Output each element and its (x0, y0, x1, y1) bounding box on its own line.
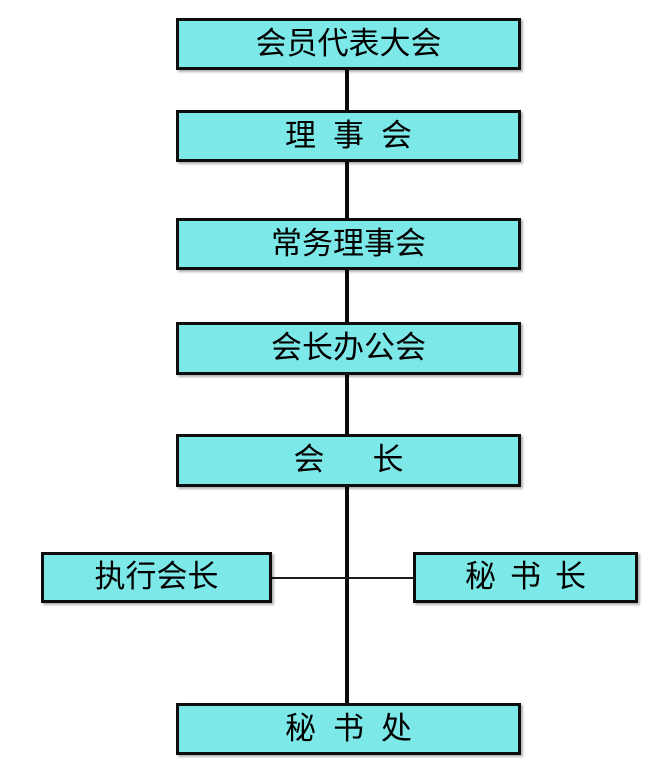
node-president[interactable]: 会长 (176, 434, 521, 487)
node-president-office-meeting[interactable]: 会长办公会 (176, 322, 521, 375)
connector-branch-secretary-general (345, 577, 417, 579)
connector-standing-council-to-office-meeting (345, 266, 349, 326)
connector-office-meeting-to-president (345, 371, 349, 439)
node-members-congress[interactable]: 会员代表大会 (176, 18, 521, 70)
node-president-office-meeting-label: 会长办公会 (271, 330, 426, 366)
node-council[interactable]: 理事会 (176, 110, 521, 162)
node-secretary-general-label: 秘书长 (465, 559, 600, 595)
node-secretariat[interactable]: 秘书处 (176, 703, 521, 755)
node-standing-council[interactable]: 常务理事会 (176, 218, 521, 270)
node-council-label: 理事会 (285, 117, 429, 154)
node-executive-president-label: 执行会长 (94, 559, 219, 595)
connector-congress-to-council (345, 66, 349, 114)
node-president-label: 会长 (293, 442, 452, 478)
node-executive-president[interactable]: 执行会长 (41, 552, 272, 603)
node-secretariat-label: 秘书处 (285, 710, 429, 747)
connector-branch-executive-president (268, 577, 349, 579)
node-standing-council-label: 常务理事会 (271, 225, 426, 262)
node-members-congress-label: 会员代表大会 (255, 25, 442, 62)
connector-council-to-standing-council (345, 158, 349, 222)
node-secretary-general[interactable]: 秘书长 (413, 552, 638, 603)
connector-president-to-secretariat (345, 486, 349, 707)
